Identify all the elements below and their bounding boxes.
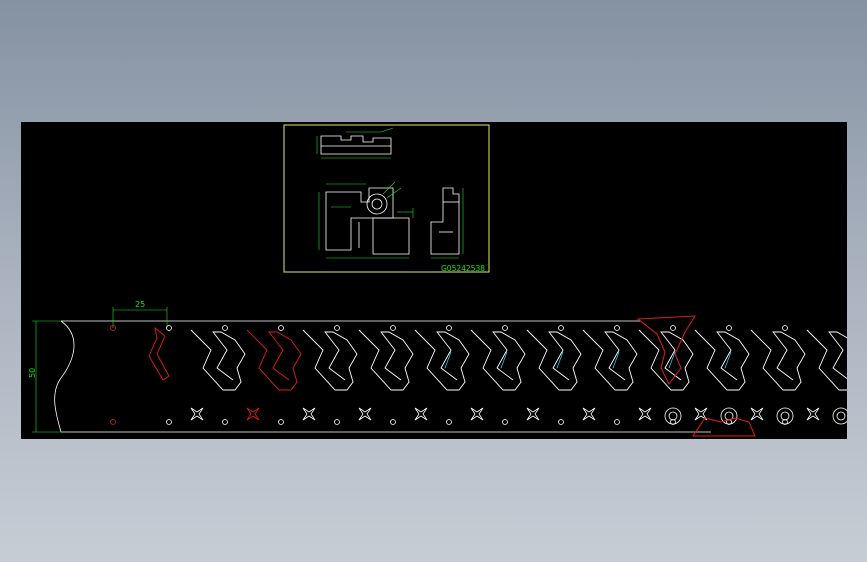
pierce-cutout [302,407,316,421]
top-view [320,135,392,155]
bend-line [668,351,676,369]
pilot-hole [782,419,788,425]
pilot-hole [614,419,620,425]
pierce-cutout [694,407,708,421]
formed-part-profile [806,329,862,391]
pilot-hole [222,419,228,425]
boss-hole [836,411,846,421]
strip-outline [54,320,711,433]
pierce-cutout [806,407,820,421]
formed-part-profile [470,329,526,391]
pilot-hole [390,419,396,425]
pilot-hole [222,325,228,331]
pierce-cutout [190,407,204,421]
bend-line [724,351,732,369]
strip-dims [32,307,168,433]
formed-part-profile [302,329,358,391]
formed-part-profile [190,329,246,391]
pilot-hole [446,419,452,425]
stations [110,315,862,437]
formed-part-profile [526,329,582,391]
pierce-cutout [750,407,764,421]
side-view-dims [431,188,464,259]
pilot-hole [502,419,508,425]
formed-part-profile [358,329,414,391]
top-view-dims [316,127,394,159]
progressive-die-strip: 50 25 [28,300,862,437]
formed-part-profile [246,329,302,391]
width-dimension: 50 [28,368,37,378]
pierce-cutout [582,407,596,421]
formed-part-profile [638,329,694,391]
pierce-cutout [358,407,372,421]
part-out-highlight [692,417,756,437]
pilot-hole [670,419,676,425]
bend-line [500,351,508,369]
pilot-hole [390,325,396,331]
pierce-cutout [526,407,540,421]
formed-part-profile [750,329,806,391]
pierce-cutout [414,407,428,421]
pilot-hole [334,325,340,331]
detail-view: G05242538 [283,124,490,273]
bend-line [612,351,620,369]
pilot-hole [670,325,676,331]
pilot-hole [558,325,564,331]
pilot-hole [446,325,452,331]
pierce-cutout [246,407,260,421]
pilot-hole [782,325,788,331]
pilot-hole [558,419,564,425]
pilot-hole [334,419,340,425]
cad-drawing: G05242538 50 25 [28,124,862,437]
drawing-code: G05242538 [441,264,485,273]
pilot-hole [166,419,172,425]
pierce-cutout [470,407,484,421]
pilot-hole [166,325,172,331]
boss-hole [780,411,790,421]
pilot-hole [614,325,620,331]
boss-circle [776,407,794,425]
boss-circle [664,407,682,425]
blank-profile [148,326,170,381]
bend-line [444,351,452,369]
side-view [430,187,460,255]
pilot-hole [110,419,116,425]
bend-line [556,351,564,369]
pierce-cutout [638,407,652,421]
formed-part-profile [694,329,750,391]
formed-part-profile [582,329,638,391]
boss-hole [668,411,678,421]
pilot-hole [502,325,508,331]
front-view [325,187,410,255]
pitch-dimension: 25 [135,300,145,309]
formed-part-profile [414,329,470,391]
detail-frame [283,124,490,273]
strip-leading-edge [54,320,75,433]
pilot-hole [278,325,284,331]
cutoff-highlight [636,315,696,385]
pilot-hole [278,419,284,425]
pilot-hole [726,325,732,331]
front-view-dims [318,181,414,259]
boss-circle [720,407,738,425]
cad-viewport[interactable]: G05242538 50 25 [21,122,862,439]
pilot-hole [110,325,116,331]
